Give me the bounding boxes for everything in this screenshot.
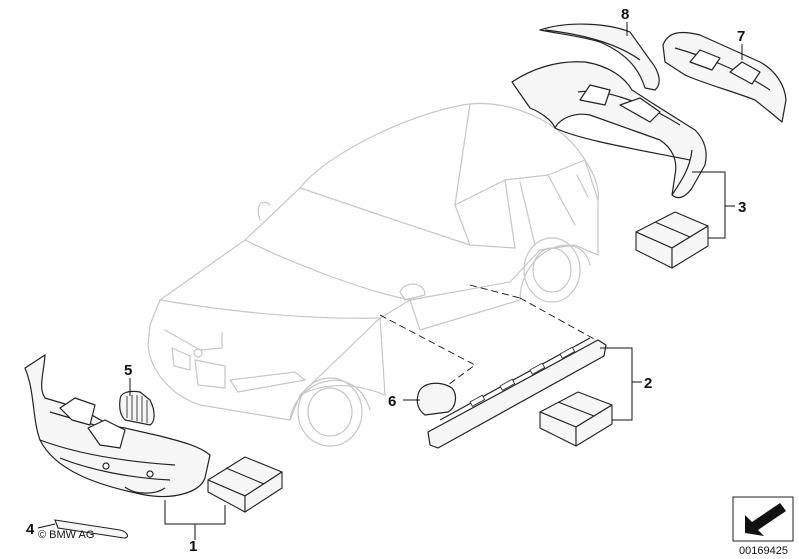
front-bumper-part — [24, 354, 211, 498]
rear-diffuser-part — [662, 31, 787, 123]
view-direction-icon — [732, 496, 794, 542]
callout-5: 5 — [124, 362, 132, 379]
side-skirt-part — [427, 337, 607, 449]
leader-lines — [37, 22, 743, 540]
document-number: 00169425 — [739, 545, 788, 557]
rear-bumper-part — [511, 61, 707, 199]
callout-3: 3 — [738, 199, 746, 216]
callout-4: 4 — [26, 521, 35, 538]
dash-guides — [379, 284, 606, 386]
callout-8: 8 — [621, 6, 629, 23]
copyright-notice: © BMW AG — [38, 529, 94, 541]
callout-6: 6 — [388, 393, 396, 410]
car-outline — [147, 102, 600, 447]
mirror-cap-part — [416, 382, 457, 416]
callout-2: 2 — [644, 375, 652, 392]
trim-strip-part — [54, 519, 129, 539]
box-icon-1 — [207, 456, 283, 513]
kidney-grille-part — [119, 390, 155, 426]
roof-spoiler-part — [539, 23, 660, 91]
callout-1: 1 — [189, 538, 197, 555]
box-icon-2 — [539, 391, 613, 447]
box-icon-3 — [635, 211, 709, 269]
callout-7: 7 — [737, 28, 745, 45]
